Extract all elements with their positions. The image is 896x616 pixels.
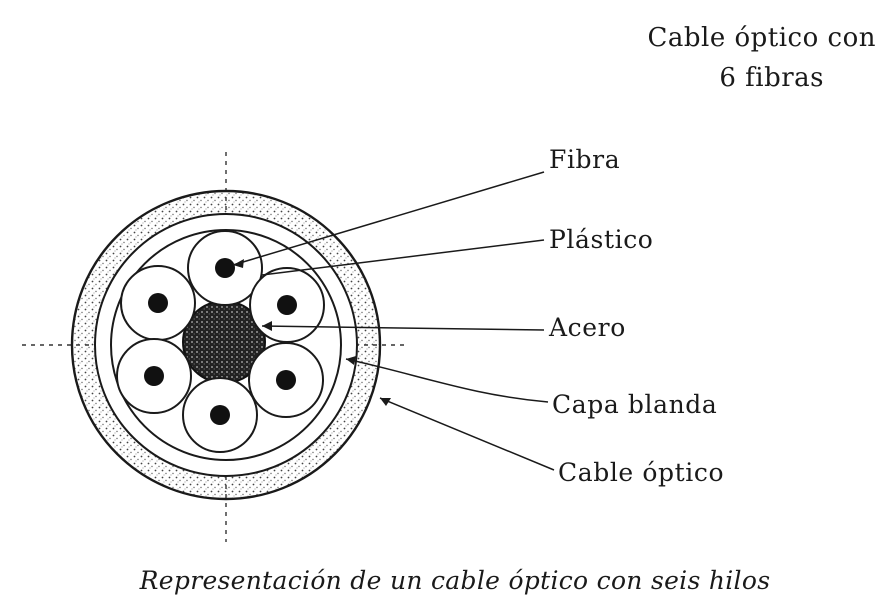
fiber-upper-right: [249, 267, 325, 343]
label-plastico: Plástico: [549, 225, 654, 254]
leader-cable-optico: [379, 397, 555, 471]
label-fibra: Fibra: [549, 145, 621, 174]
figure-caption: Representación de un cable óptico con se…: [139, 566, 771, 595]
label-acero: Acero: [549, 313, 626, 342]
leader-fibra: [232, 171, 545, 266]
fiber-lower-left: [116, 338, 192, 414]
fiber-upper-left: [120, 265, 196, 341]
fiber-lower-right: [248, 342, 324, 418]
title-line-2: 6 fibras: [719, 63, 824, 93]
label-cable-optico: Cable óptico: [558, 458, 725, 487]
fiber-top: [187, 230, 263, 306]
leader-plastico: [261, 239, 545, 276]
leader-capa-blanda: [345, 358, 549, 403]
leader-arrowheads: [233, 259, 391, 406]
fiber-group: [116, 230, 325, 453]
leader-acero: [261, 325, 545, 331]
label-capa-blanda: Capa blanda: [552, 390, 718, 419]
diagram-title: Cable óptico con 6 fibras: [576, 18, 876, 98]
title-line-1: Cable óptico con: [647, 23, 876, 53]
fiber-bottom: [182, 377, 258, 453]
leader-lines: [232, 171, 555, 471]
